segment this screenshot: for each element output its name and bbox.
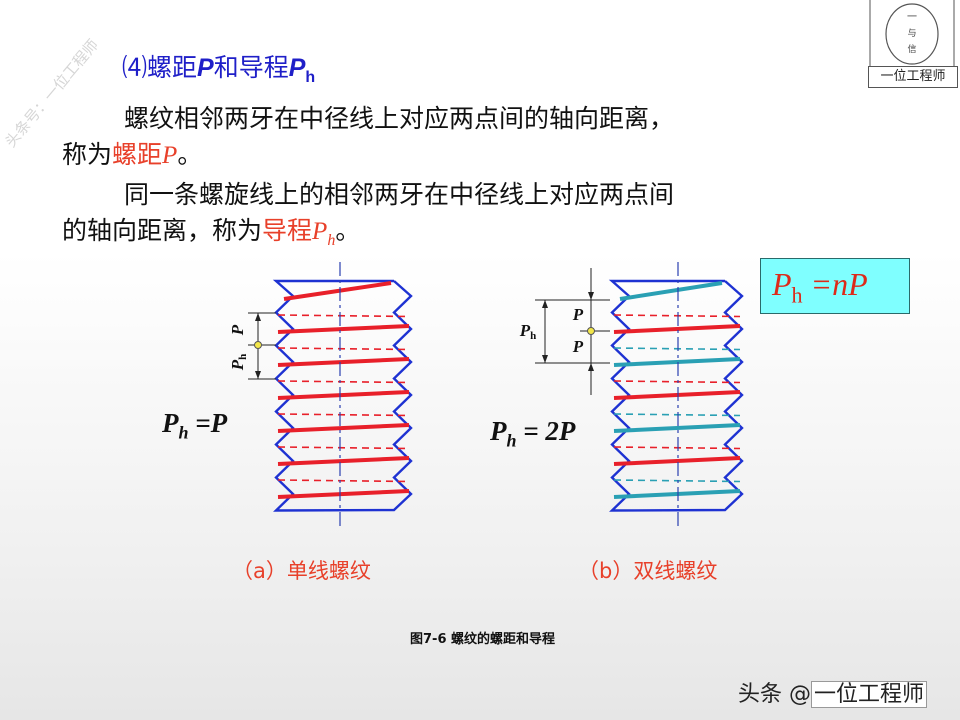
eq-a-rest: =P <box>188 408 228 438</box>
helix-front-line <box>277 423 410 433</box>
helix-front-line <box>613 324 741 334</box>
logo-emblem: 一 与 信 <box>869 0 955 68</box>
para1-symbol: P <box>162 142 178 169</box>
logo-glyph-3: 信 <box>907 43 916 54</box>
para1-line1: 螺纹相邻两牙在中径线上对应两点间的轴向距离， <box>124 104 675 133</box>
helix-back-line <box>277 347 410 351</box>
eq-a-p: P <box>162 408 179 438</box>
logo-glyph-2: 与 <box>907 28 916 38</box>
para2-symbol-sub: h <box>327 232 336 249</box>
helix-front-line <box>277 390 410 400</box>
equation-b: Ph = 2P <box>490 416 575 451</box>
dim-b-ph-sub: h <box>530 330 536 342</box>
helix-back-line <box>277 479 410 483</box>
footer-watermark: 头条 @一位工程师 <box>738 676 928 708</box>
equation-a: Ph =P <box>162 408 227 443</box>
para2-symbol: P <box>312 218 328 245</box>
formula-p: P <box>772 266 792 302</box>
para1-term: 螺距 <box>112 140 163 169</box>
dimension-a: P Ph <box>228 312 276 380</box>
helix-back-line <box>277 446 410 450</box>
thread-outline <box>608 279 744 512</box>
helix-back-line <box>613 314 741 318</box>
title-symbol-ph: P <box>288 54 306 82</box>
helix-back-line <box>613 479 741 483</box>
dim-a-ph-p: P <box>228 359 247 371</box>
para1-line2: 称为螺距P。 <box>62 137 202 174</box>
helix-back-line <box>613 413 741 417</box>
footer-watermark-prefix: 头条 @ <box>738 682 811 707</box>
helix-back-line <box>613 380 741 384</box>
double-thread-diagram <box>608 262 744 530</box>
dim-a-ph-label: Ph <box>228 354 249 372</box>
para1-end: 。 <box>177 140 203 169</box>
helix-front-line <box>619 281 723 301</box>
dim-a-ph-sub: h <box>237 354 249 360</box>
eq-b-sub: h <box>506 430 517 451</box>
footer-watermark-boxed: 一位工程师 <box>811 681 928 708</box>
para2-line2-pre: 的轴向距离，称为 <box>62 216 263 245</box>
figure-caption: 图7-6 螺纹的螺距和导程 <box>410 632 556 647</box>
eq-b-p: P <box>490 416 507 446</box>
helix-back-line <box>277 413 410 417</box>
helix-front-line <box>277 324 410 334</box>
helix-back-line <box>277 380 410 384</box>
para2-end: 。 <box>335 216 361 245</box>
para1-line2-pre: 称为 <box>62 140 113 169</box>
title-symbol-p: P <box>197 54 214 82</box>
dim-b-p1-label: P <box>572 305 584 324</box>
single-thread-diagram <box>272 262 413 530</box>
dim-a-p-label: P <box>228 324 247 336</box>
eq-b-rest: = 2P <box>516 416 576 446</box>
helix-front-line <box>277 456 410 466</box>
formula-rest: =nP <box>802 266 868 302</box>
helix-front-line <box>613 390 741 400</box>
title-prefix: ⑷螺距 <box>122 54 198 82</box>
dim-b-p2-label: P <box>572 337 584 356</box>
helix-front-line <box>277 489 410 499</box>
helix-front-line <box>277 357 410 367</box>
logo-label: 一位工程师 <box>868 66 958 88</box>
title-mid: 和导程 <box>213 54 289 82</box>
formula-sub: h <box>791 282 803 308</box>
helix-back-line <box>613 446 741 450</box>
para2-term: 导程 <box>262 216 313 245</box>
dim-b-ph-p: P <box>519 321 531 340</box>
helix-back-line <box>277 314 410 318</box>
eq-a-sub: h <box>178 422 189 443</box>
helix-front-line <box>613 456 741 466</box>
formula-box <box>760 258 910 314</box>
section-title: ⑷螺距P和导程Ph <box>122 48 315 87</box>
para2-line1: 同一条螺旋线上的相邻两牙在中径线上对应两点间 <box>124 180 675 209</box>
caption-b: （b）双线螺纹 <box>578 559 718 583</box>
para2-line2: 的轴向距离，称为导程Ph。 <box>62 213 360 259</box>
logo-glyph-1: 一 <box>907 12 917 23</box>
helix-back-line <box>613 347 741 351</box>
helix-front-line <box>613 357 741 367</box>
caption-a: （a）单线螺纹 <box>232 559 371 583</box>
dimension-b: P P Ph <box>519 268 610 395</box>
formula-text: Ph =nP <box>772 266 868 308</box>
title-symbol-ph-sub: h <box>305 69 316 86</box>
dim-b-ph-label: Ph <box>519 321 537 342</box>
helix-front-line <box>613 489 741 499</box>
helix-front-line <box>613 423 741 433</box>
helix-front-line <box>283 281 392 301</box>
